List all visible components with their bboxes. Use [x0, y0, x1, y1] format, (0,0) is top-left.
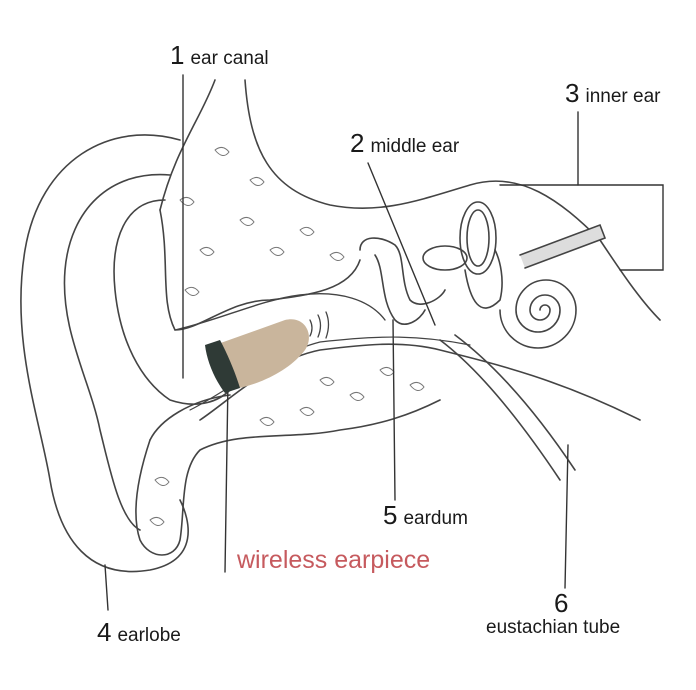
label-wireless-earpiece: wireless earpiece: [237, 546, 431, 574]
semicircular-canal-2: [466, 209, 490, 267]
semicircular-canal-1: [459, 201, 497, 275]
sound-waves: [309, 311, 330, 339]
pinna-outline: [20, 134, 189, 573]
pinna-inner-fold: [63, 173, 171, 531]
cochlea-spiral: [499, 279, 577, 349]
wireless-earpiece-image: [205, 319, 309, 393]
vestibule: [464, 249, 503, 309]
concha: [113, 199, 231, 405]
bone-upper: [159, 79, 661, 321]
auditory-nerve: [519, 223, 607, 269]
bone-texture: [149, 146, 425, 526]
bone-lower: [135, 399, 441, 556]
label-eustachian-tube: eustachian tube: [486, 617, 621, 638]
eustachian-tube: [439, 334, 576, 481]
semicircular-canal-3: [422, 245, 468, 271]
bone-upper-inner: [159, 209, 361, 331]
canal-top: [174, 293, 386, 331]
ossicles: [359, 237, 446, 325]
antitragus: [149, 394, 231, 441]
label-eustachian-number: 6: [554, 588, 569, 618]
leader-lines: [104, 74, 664, 611]
